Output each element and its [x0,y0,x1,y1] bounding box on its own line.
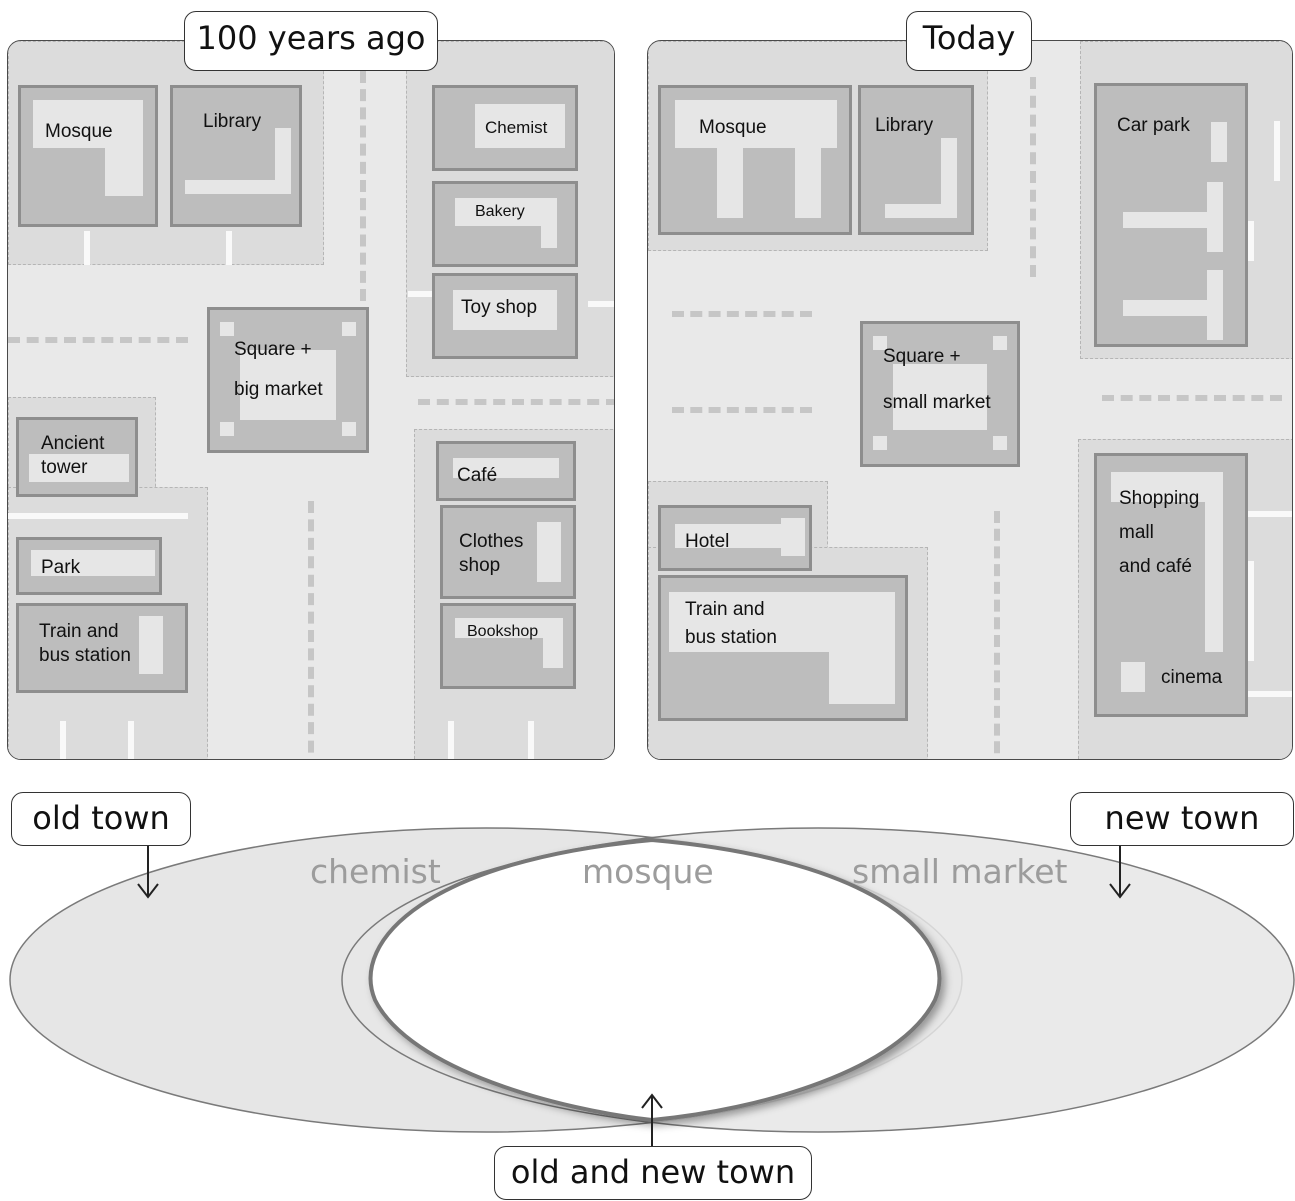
old-mosque: Mosque [18,85,158,227]
new-car-park-label: Car park [1117,115,1190,136]
old-clothes-shop: Clothes shop [440,505,576,599]
old-clothes-shop-label: Clothes shop [459,531,524,576]
new-square-label: Square + small market [883,346,991,413]
new-map-title: Today [906,11,1032,71]
new-train-station: Train and bus station [658,575,908,721]
old-train-station-label: Train and bus station [39,621,131,666]
old-map-title: 100 years ago [184,11,438,71]
old-park: Park [16,537,162,595]
old-town-label: old town [11,792,191,846]
old-town-map: Mosque Library Chemist Bakery Toy shop S… [7,40,615,760]
old-train-station: Train and bus station [16,603,188,693]
new-hotel-label: Hotel [685,531,730,552]
new-library-label: Library [875,115,934,136]
old-chemist-label: Chemist [485,118,548,137]
old-toy-shop-label: Toy shop [461,297,538,318]
new-cinema-label: cinema [1161,667,1223,688]
old-square-label: Square + big market [234,339,323,400]
new-town-arrow [1109,846,1131,899]
old-and-new-town-arrow [641,1093,663,1148]
new-hotel: Hotel [658,505,812,571]
new-mosque-label: Mosque [699,117,767,138]
old-square: Square + big market [207,307,369,453]
old-ancient-tower: Ancient tower [16,417,138,497]
old-cafe-label: Café [457,465,498,486]
new-town-map: Mosque Library Car park Square + small m… [647,40,1293,760]
old-toy-shop: Toy shop [432,273,578,359]
old-bookshop: Bookshop [440,603,576,689]
old-library: Library [170,85,302,227]
old-chemist: Chemist [432,85,578,171]
old-and-new-town-label: old and new town [494,1146,812,1200]
new-town-label: new town [1070,792,1294,846]
old-cafe: Café [436,441,576,501]
new-square: Square + small market [860,321,1020,467]
new-shopping-mall: Shopping mall and café cinema [1094,453,1248,717]
old-bookshop-label: Bookshop [467,623,539,640]
old-mosque-label: Mosque [45,121,113,142]
old-town-arrow [137,846,159,899]
new-mosque: Mosque [658,85,852,235]
venn-word-chemist: chemist [310,852,441,891]
venn-word-mosque: mosque [582,852,714,891]
new-library: Library [858,85,974,235]
old-park-label: Park [41,557,81,578]
new-shopping-mall-label: Shopping mall and café [1119,488,1200,577]
new-train-station-label: Train and bus station [685,599,777,648]
old-bakery-label: Bakery [475,203,525,220]
old-library-label: Library [203,111,262,132]
old-bakery: Bakery [432,181,578,267]
old-ancient-tower-label: Ancient tower [41,433,105,478]
venn-word-small-market: small market [852,852,1068,891]
new-car-park: Car park [1094,83,1248,347]
